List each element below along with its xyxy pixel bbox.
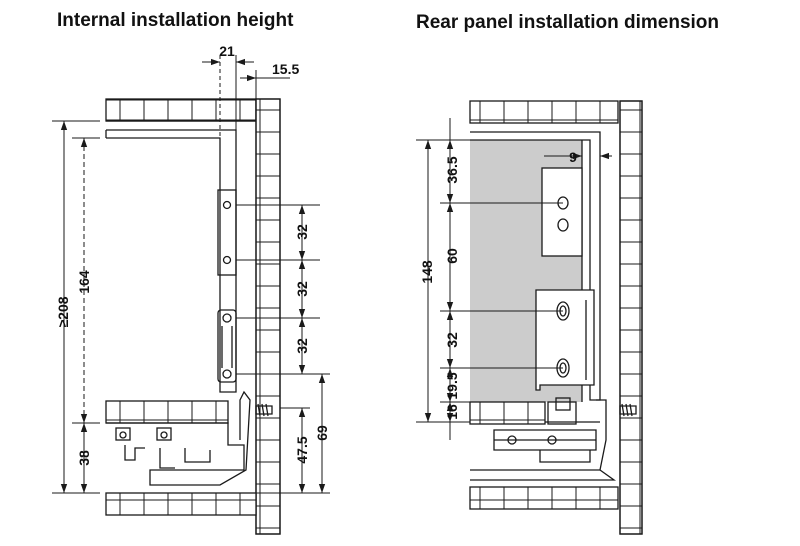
left-bracket-plate: [217, 189, 237, 276]
right-upper-bracket: [541, 167, 583, 257]
dim-r-total: 148: [419, 260, 435, 284]
dim-r-lower: 19.5: [444, 372, 460, 399]
right-assembly: [469, 100, 643, 535]
left-dimensions: [52, 55, 330, 494]
dim-r-top: 36.5: [444, 156, 460, 183]
dim-r-bottom: 16: [444, 404, 460, 420]
left-bottom-shelf: [105, 400, 229, 424]
left-top-shelf: [105, 98, 257, 122]
dim-pitch-2: 32: [294, 281, 310, 297]
right-floor-shelf: [469, 486, 619, 510]
right-runner: [493, 429, 597, 451]
left-runner: [106, 390, 251, 486]
dim-top-offset: 15.5: [272, 61, 299, 77]
dim-lower-1: 47.5: [294, 436, 310, 463]
left-floor-shelf: [105, 492, 257, 516]
left-assembly: [105, 98, 281, 535]
dim-r-top-offset: 9: [569, 149, 577, 165]
dim-inner-height: 164: [76, 270, 92, 294]
right-lower-bracket: [535, 289, 595, 391]
left-adjuster: [217, 309, 237, 383]
dim-top-width: 21: [219, 43, 235, 59]
dim-r-mid: 60: [444, 248, 460, 264]
dim-lower-2: 69: [314, 425, 330, 441]
dim-r-pitch: 32: [444, 332, 460, 348]
right-bottom-shelf: [469, 401, 546, 425]
left-panel-title: Internal installation height: [57, 10, 294, 31]
right-top-shelf: [469, 100, 619, 124]
left-drawer-box: [106, 129, 237, 393]
right-dimensions: [416, 118, 612, 440]
right-side-wall: [619, 100, 643, 535]
dim-pitch-1: 32: [294, 224, 310, 240]
left-side-wall: [255, 98, 281, 535]
dim-bottom-height: 38: [76, 450, 92, 466]
dim-pitch-3: 32: [294, 338, 310, 354]
dim-overall-height: ≥208: [55, 296, 71, 327]
right-panel-title: Rear panel installation dimension: [416, 12, 720, 33]
